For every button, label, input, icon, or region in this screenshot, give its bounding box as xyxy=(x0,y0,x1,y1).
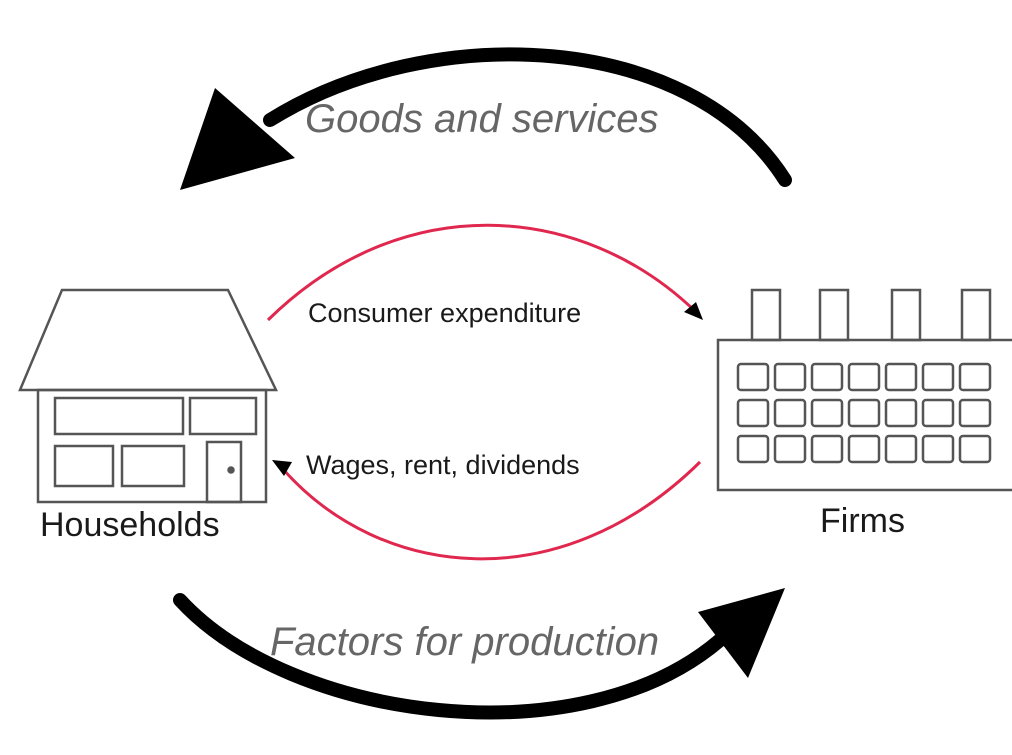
household-house-icon xyxy=(18,288,278,504)
firms-label: Firms xyxy=(820,502,905,540)
wages-rent-dividends-label: Wages, rent, dividends xyxy=(306,450,580,480)
wages-rent-dividends-arrow xyxy=(272,460,702,561)
consumer-expenditure-arrow xyxy=(266,223,703,322)
goods-and-services-arrow xyxy=(180,47,792,190)
factors-for-production-arrow xyxy=(173,588,785,720)
firm-factory-icon xyxy=(716,288,1012,492)
goods-and-services-label: Goods and services xyxy=(305,97,659,141)
households-label: Households xyxy=(40,506,220,544)
consumer-expenditure-label: Consumer expenditure xyxy=(308,298,581,328)
factors-for-production-label: Factors for production xyxy=(270,620,659,664)
